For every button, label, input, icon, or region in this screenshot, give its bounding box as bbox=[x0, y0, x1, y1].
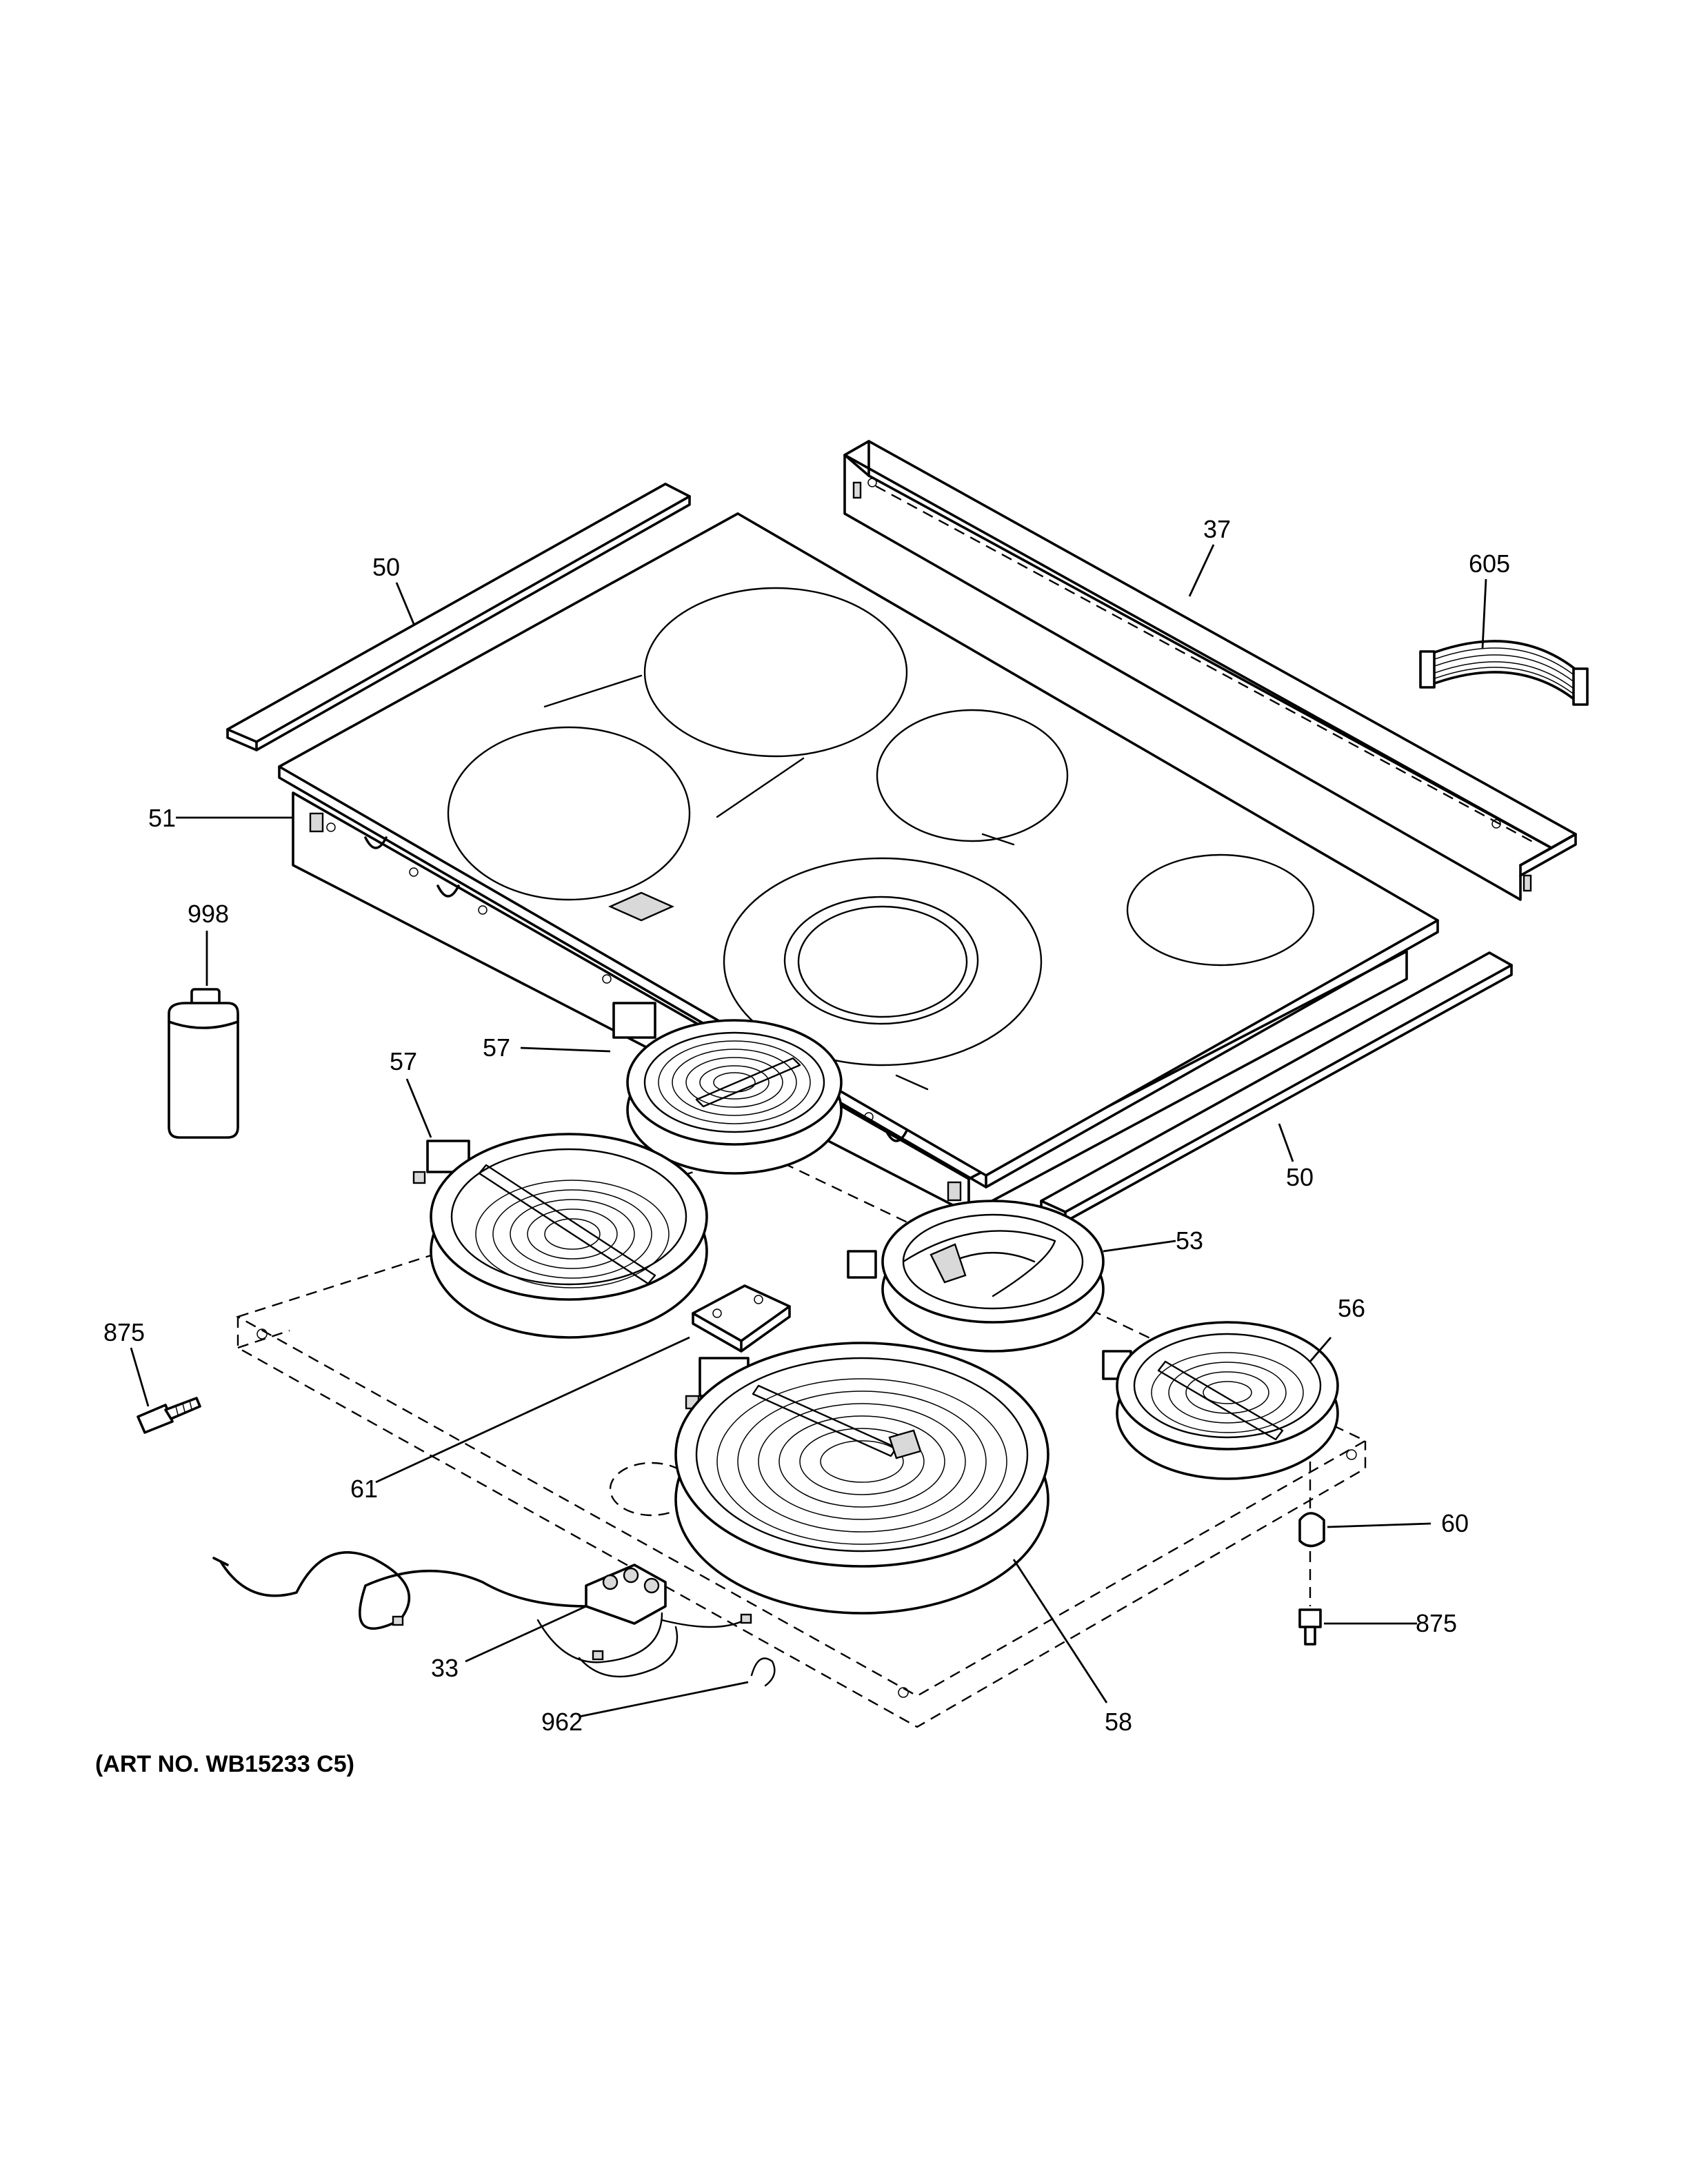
callout-50-top: 50 bbox=[372, 553, 400, 581]
wire-clip-loop bbox=[750, 1657, 776, 1687]
callout-61: 61 bbox=[350, 1475, 378, 1503]
trim-strip-left bbox=[226, 483, 691, 751]
rear-left-burner bbox=[612, 1002, 843, 1175]
right-burner bbox=[1102, 1321, 1339, 1480]
callout-labels: 37 605 50 51 998 57 57 50 53 56 875 61 6… bbox=[103, 515, 1510, 1736]
callout-605: 605 bbox=[1469, 549, 1510, 578]
callout-53: 53 bbox=[1176, 1226, 1203, 1255]
screw-left bbox=[137, 1397, 201, 1434]
terminal-block-with-wires bbox=[212, 1551, 752, 1678]
callout-37: 37 bbox=[1203, 515, 1231, 543]
front-large-burner bbox=[674, 1342, 1049, 1615]
leader-lines bbox=[130, 544, 1487, 1718]
rear-trim-channel bbox=[843, 440, 1577, 901]
control-board bbox=[692, 1284, 791, 1353]
callout-57-upper: 57 bbox=[483, 1033, 510, 1062]
callout-50-right: 50 bbox=[1286, 1163, 1314, 1191]
callout-60: 60 bbox=[1441, 1509, 1469, 1537]
callout-875-right: 875 bbox=[1416, 1609, 1457, 1637]
callout-58: 58 bbox=[1105, 1708, 1132, 1736]
wire-harness-clip bbox=[1419, 640, 1589, 706]
screw-right bbox=[1298, 1608, 1322, 1646]
callout-33: 33 bbox=[431, 1654, 459, 1682]
retaining-clip bbox=[1298, 1462, 1325, 1606]
callout-51: 51 bbox=[148, 804, 176, 832]
callout-962: 962 bbox=[541, 1708, 583, 1736]
callout-875-left: 875 bbox=[103, 1318, 145, 1346]
cleaner-bottle bbox=[168, 988, 239, 1139]
rear-right-burner bbox=[847, 1200, 1105, 1353]
art-number: (ART NO. WB15233 C5) bbox=[95, 1751, 354, 1777]
callout-57-lower: 57 bbox=[390, 1047, 417, 1075]
left-burner bbox=[412, 1133, 708, 1339]
callout-56: 56 bbox=[1338, 1294, 1365, 1322]
callout-998: 998 bbox=[188, 900, 229, 928]
